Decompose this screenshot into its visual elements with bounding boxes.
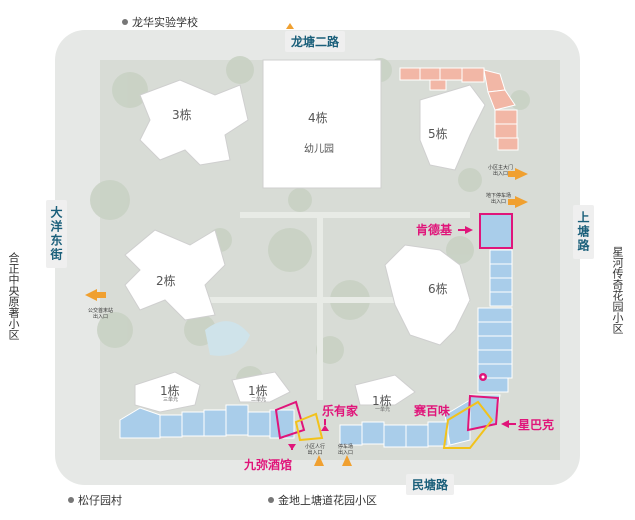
location-dot-icon (268, 497, 274, 503)
poi-school: 龙华实验学校 (122, 14, 198, 30)
building-5-label: 5栋 (428, 127, 448, 141)
shop-jiumi-label: 九弥酒馆 (244, 458, 293, 472)
building-6-label: 6栋 (428, 282, 448, 296)
main-gate-entrance: 小区主大门 出入口 (488, 165, 514, 177)
road-south: 民塘路 (406, 474, 455, 495)
road-north: 龙塘二路 (285, 31, 346, 52)
building-1-label-c: 1栋 (372, 394, 392, 408)
location-dot-icon (68, 497, 74, 503)
building-4-label: 4栋 (308, 111, 328, 125)
shop-leyoujia-label: 乐有家 (322, 404, 359, 418)
poi-west: 合正中央原著小区 (7, 252, 20, 340)
shop-kfc-label: 肯德基 (416, 223, 453, 237)
poi-garden: 金地上塘道花园小区 (268, 492, 377, 508)
kfc-outline (479, 213, 513, 249)
poi-village: 松仔园村 (68, 492, 122, 508)
kindergarten-label: 幼儿园 (304, 144, 334, 155)
road-east: 上塘路 (573, 205, 594, 259)
bus-terminal-entrance: 公交首末站 出入口 (88, 308, 114, 320)
building-1-sub-a: 三单元 (163, 397, 179, 403)
building-1-label-b: 1栋 (248, 384, 268, 398)
shop-saibaiwei-label: 赛百味 (414, 404, 451, 418)
building-3-label: 3栋 (172, 108, 192, 122)
road-west: 大洋东街 (46, 200, 67, 268)
poi-east: 星河传奇花园小区 (611, 246, 624, 334)
garage-east-entrance: 地下停车场 出入口 (486, 193, 512, 205)
location-dot-icon (122, 19, 128, 25)
building-1-sub-b: 二单元 (251, 397, 267, 403)
building-1-sub-c: 一单元 (375, 407, 391, 413)
pedestrian-entrance: 小区人行 出入口 (305, 444, 326, 456)
garage-south-entrance: 停车场 出入口 (338, 444, 354, 456)
shop-starbucks-label: 星巴克 (518, 418, 555, 432)
building-1-label-a: 1栋 (160, 384, 180, 398)
building-2-label: 2栋 (156, 274, 176, 288)
